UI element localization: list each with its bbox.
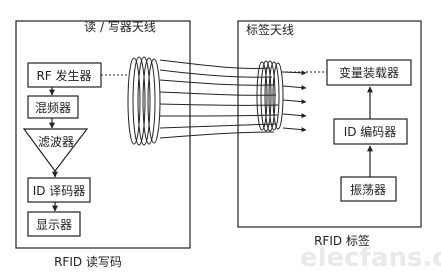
tag-antenna-title: 标签天线	[246, 22, 294, 37]
watermark-logo: elecfans.com	[300, 243, 441, 273]
reader-antenna-title: 读 / 写器天线	[84, 20, 156, 34]
reader-caption: RFID 读写码	[54, 255, 122, 269]
tag-caption: RFID 标签	[314, 233, 370, 248]
variable-loader-label: 变量装载器	[339, 65, 399, 80]
display-block: 显示器	[27, 211, 81, 237]
mixer-label: 混频器	[35, 101, 71, 115]
encoder-block: ID 编码器	[333, 118, 408, 145]
filter-block: 滤波器	[22, 128, 89, 173]
rf-generator-label: RF 发生器	[36, 68, 91, 83]
reader-box	[15, 20, 191, 249]
encoder-label: ID 编码器	[344, 124, 397, 139]
display-label: 显示器	[36, 218, 72, 232]
field-lines	[159, 59, 279, 139]
mixer-block: 混频器	[27, 95, 79, 119]
oscillator-label: 振荡器	[350, 183, 386, 197]
watermark-text: elecfans.com	[300, 243, 441, 273]
reader-coil	[127, 56, 161, 146]
rf-generator-block: RF 发生器	[27, 62, 102, 88]
filter-label: 滤波器	[38, 135, 74, 149]
tag-field-arrows	[282, 70, 307, 133]
decoder-label: ID 译码器	[33, 184, 86, 198]
variable-loader-block: 变量装载器	[326, 59, 412, 86]
decoder-block: ID 译码器	[27, 177, 91, 203]
oscillator-block: 振荡器	[340, 176, 397, 202]
tag-coil	[256, 60, 284, 132]
tag-box	[237, 20, 422, 228]
